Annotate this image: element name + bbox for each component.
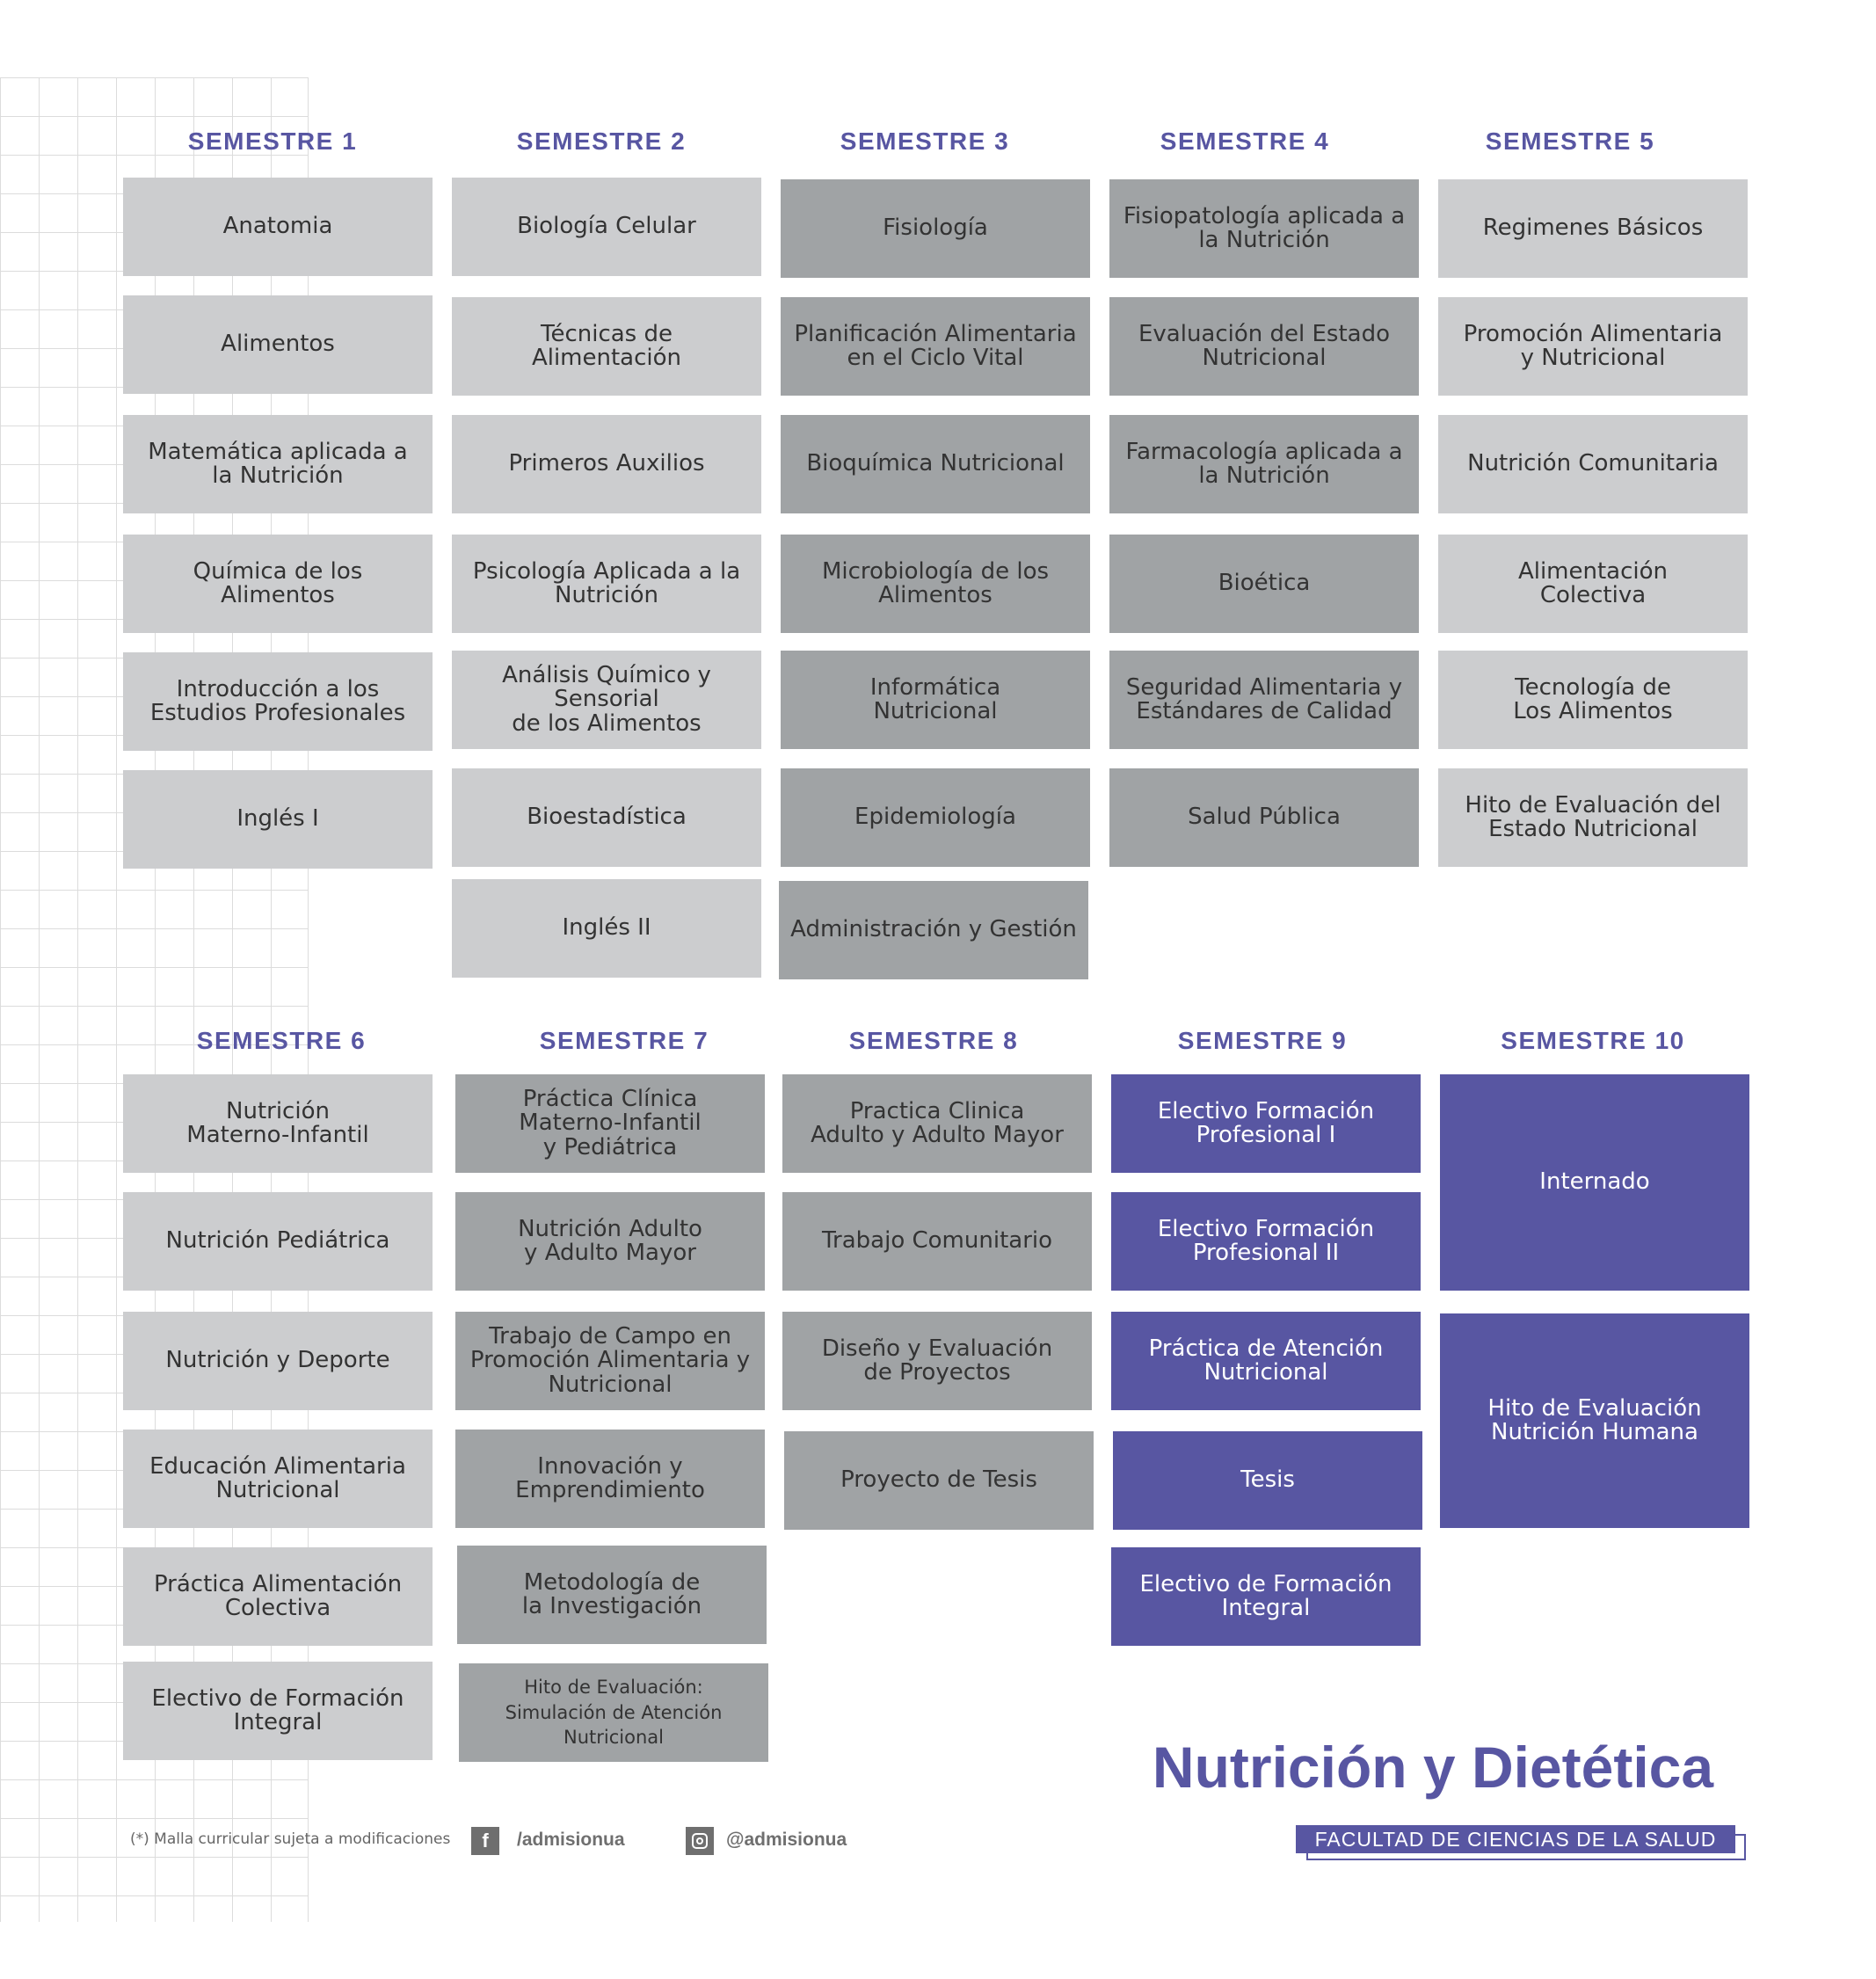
course-box: Trabajo de Campo en Promoción Alimentari…: [455, 1312, 765, 1410]
course-box: Electivo de Formación Integral: [123, 1662, 433, 1760]
course-box: Evaluación del Estado Nutricional: [1109, 297, 1419, 396]
course-box: Introducción a los Estudios Profesionale…: [123, 652, 433, 751]
course-box: Práctica Alimentación Colectiva: [123, 1547, 433, 1646]
course-box: Electivo Formación Profesional I: [1111, 1074, 1421, 1173]
course-box: Química de los Alimentos: [123, 535, 433, 633]
course-box: Proyecto de Tesis: [784, 1431, 1094, 1530]
course-box: Análisis Químico y Sensorial de los Alim…: [452, 651, 761, 749]
course-box: Biología Celular: [452, 178, 761, 276]
course-box: Psicología Aplicada a la Nutrición: [452, 535, 761, 633]
course-box: Tecnología de Los Alimentos: [1438, 651, 1748, 749]
semester-6-title: SEMESTRE 6: [196, 1027, 367, 1054]
course-box: Nutrición Comunitaria: [1438, 415, 1748, 513]
course-box: Hito de Evaluación: Simulación de Atenci…: [459, 1663, 768, 1762]
semester-8-title: SEMESTRE 8: [848, 1027, 1019, 1054]
course-box: Electivo de Formación Integral: [1111, 1547, 1421, 1646]
semester-5-title: SEMESTRE 5: [1485, 127, 1655, 155]
course-box: Diseño y Evaluación de Proyectos: [782, 1312, 1092, 1410]
faculty-label: FACULTAD DE CIENCIAS DE LA SALUD: [1296, 1825, 1735, 1853]
facebook-handle[interactable]: /admisionua: [517, 1830, 625, 1850]
semester-10-title: SEMESTRE 10: [1501, 1027, 1685, 1054]
semester-2-title: SEMESTRE 2: [516, 127, 687, 155]
course-box: Informática Nutricional: [781, 651, 1090, 749]
course-box: Educación Alimentaria Nutricional: [123, 1430, 433, 1528]
course-box: Seguridad Alimentaria y Estándares de Ca…: [1109, 651, 1419, 749]
course-box: Nutrición Adulto y Adulto Mayor: [455, 1192, 765, 1291]
faculty-badge: FACULTAD DE CIENCIAS DE LA SALUD: [1296, 1825, 1746, 1860]
semester-3-title: SEMESTRE 3: [840, 127, 1010, 155]
course-box: Inglés II: [452, 879, 761, 978]
course-box: Bioética: [1109, 535, 1419, 633]
course-box: Administración y Gestión: [779, 881, 1088, 979]
course-box: Epidemiología: [781, 768, 1090, 867]
course-box: Bioquímica Nutricional: [781, 415, 1090, 513]
course-box: Inglés I: [123, 770, 433, 869]
semester-1-title: SEMESTRE 1: [187, 127, 358, 155]
course-box: Primeros Auxilios: [452, 415, 761, 513]
course-box: Planificación Alimentaria en el Ciclo Vi…: [781, 297, 1090, 396]
instagram-handle[interactable]: @admisionua: [726, 1830, 847, 1850]
semester-4-title: SEMESTRE 4: [1160, 127, 1330, 155]
course-box: Tesis: [1113, 1431, 1422, 1530]
instagram-glyph: [692, 1833, 708, 1849]
course-box: Anatomia: [123, 178, 433, 276]
course-box: Fisiopatología aplicada a la Nutrición: [1109, 179, 1419, 278]
course-box: Internado: [1440, 1074, 1749, 1291]
course-box: Práctica Clínica Materno-Infantil y Pedi…: [455, 1074, 765, 1173]
semester-9-title: SEMESTRE 9: [1177, 1027, 1348, 1054]
course-box: Promoción Alimentaria y Nutricional: [1438, 297, 1748, 396]
course-box: Microbiología de los Alimentos: [781, 535, 1090, 633]
course-box: Salud Pública: [1109, 768, 1419, 867]
course-box: Nutrición Materno-Infantil: [123, 1074, 433, 1173]
course-box: Trabajo Comunitario: [782, 1192, 1092, 1291]
course-box: Hito de Evaluación Nutrición Humana: [1440, 1313, 1749, 1528]
course-box: Electivo Formación Profesional II: [1111, 1192, 1421, 1291]
course-box: Alimentación Colectiva: [1438, 535, 1748, 633]
course-box: Practica Clinica Adulto y Adulto Mayor: [782, 1074, 1092, 1173]
course-box: Nutrición Pediátrica: [123, 1192, 433, 1291]
course-box: Matemática aplicada a la Nutrición: [123, 415, 433, 513]
course-box: Técnicas de Alimentación: [452, 297, 761, 396]
facebook-icon[interactable]: f: [471, 1827, 499, 1855]
instagram-icon[interactable]: [686, 1827, 714, 1855]
footnote: (*) Malla curricular sujeta a modificaci…: [130, 1830, 451, 1848]
course-box: Bioestadística: [452, 768, 761, 867]
course-box: Alimentos: [123, 295, 433, 394]
course-box: Regimenes Básicos: [1438, 179, 1748, 278]
course-box: Nutrición y Deporte: [123, 1312, 433, 1410]
semester-7-title: SEMESTRE 7: [539, 1027, 709, 1054]
course-box: Farmacología aplicada a la Nutrición: [1109, 415, 1419, 513]
course-box: Innovación y Emprendimiento: [455, 1430, 765, 1528]
program-title: Nutrición y Dietética: [1152, 1735, 1714, 1800]
course-box: Metodología de la Investigación: [457, 1546, 767, 1644]
course-box: Hito de Evaluación del Estado Nutriciona…: [1438, 768, 1748, 867]
course-box: Fisiología: [781, 179, 1090, 278]
course-box: Práctica de Atención Nutricional: [1111, 1312, 1421, 1410]
